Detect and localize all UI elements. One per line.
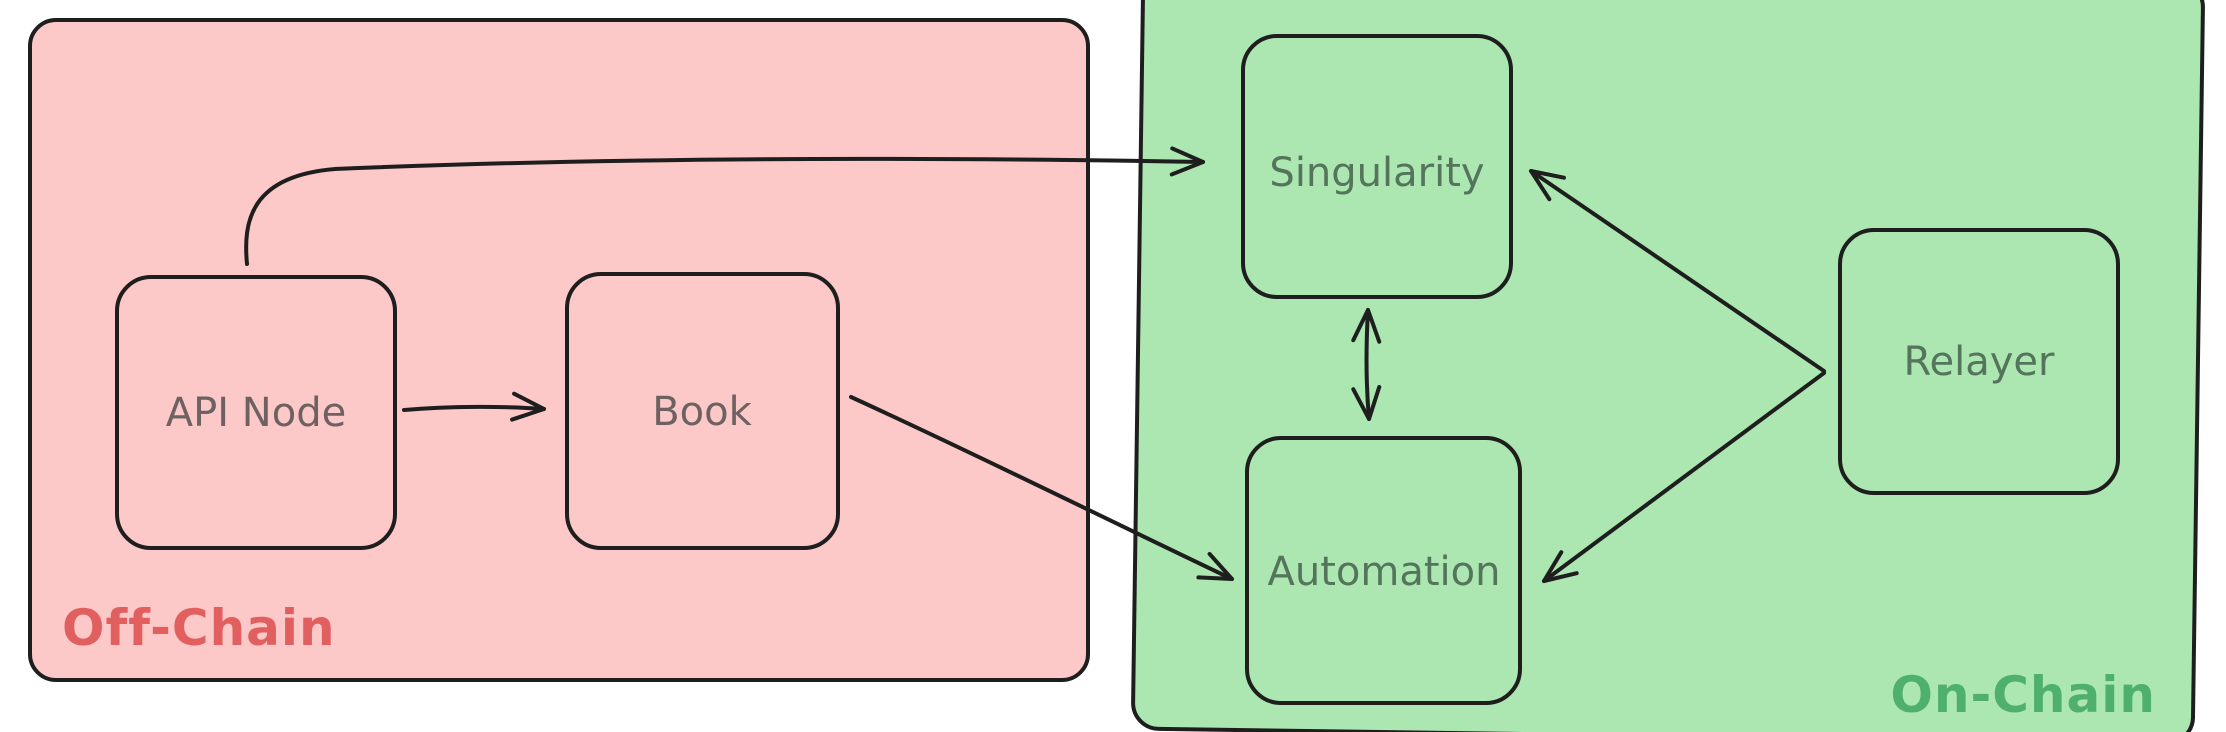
diagram-root: API Node Book Singularity Automation Rel… (28, 0, 2205, 732)
node-relayer (1838, 228, 2120, 495)
node-book (565, 272, 840, 550)
arrow-relayer-to-automation (1542, 371, 1826, 583)
api-node-label: API Node (166, 390, 346, 436)
node-singularity (1241, 34, 1513, 299)
arrow-api-node-to-singularity (244, 146, 1205, 266)
arrow-book-to-automation (849, 395, 1234, 581)
off-chain-region-label: Off-Chain (62, 599, 336, 657)
singularity-label: Singularity (1269, 150, 1484, 196)
node-automation (1245, 436, 1522, 705)
on-chain-region-label: On-Chain (1890, 666, 2156, 724)
automation-label: Automation (1268, 549, 1501, 595)
arrow-relayer-to-singularity (1529, 169, 1826, 373)
book-label: Book (652, 389, 752, 435)
node-api-node (115, 275, 397, 550)
arrow-singularity-automation-bidirectional (1351, 308, 1382, 421)
relayer-label: Relayer (1904, 339, 2056, 385)
arrow-api-node-to-book (402, 391, 546, 422)
